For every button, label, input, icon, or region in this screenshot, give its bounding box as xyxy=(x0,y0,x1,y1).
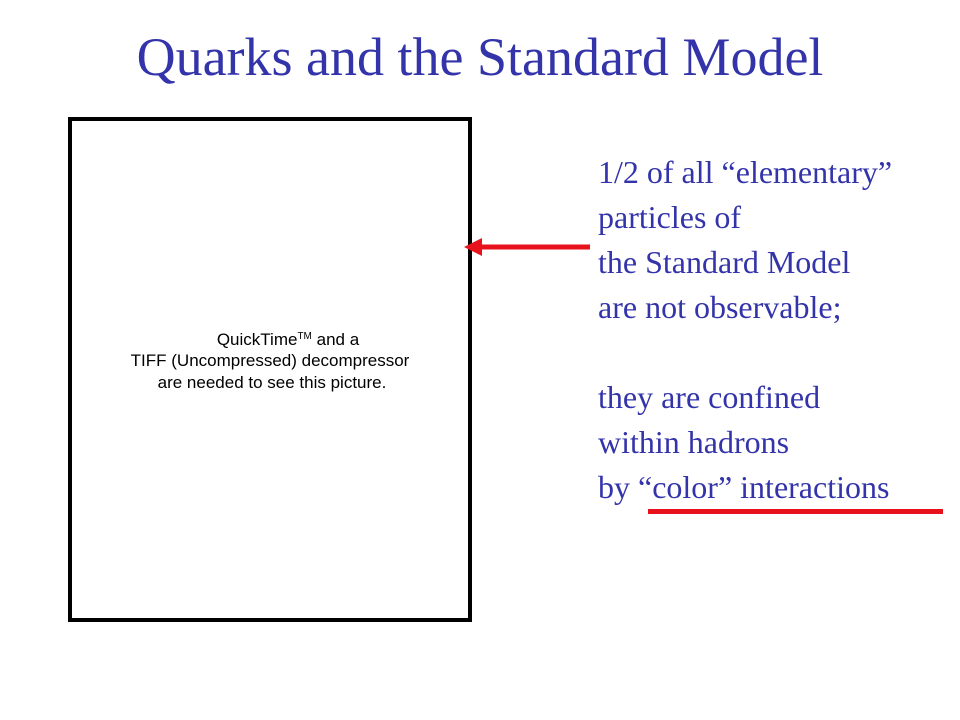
text-line-5 xyxy=(598,330,892,375)
quicktime-line-2: TIFF (Uncompressed) decompressor xyxy=(130,351,410,371)
text-line-7: within hadrons xyxy=(598,424,790,460)
trademark-mark: TM xyxy=(297,331,312,342)
text-line-3: the Standard Model xyxy=(598,244,851,280)
quicktime-line-1: QuickTimeTM and a xyxy=(216,330,360,349)
text-line-4: are not observable; xyxy=(598,289,842,325)
quicktime-placeholder-message: QuickTimeTM and a TIFF (Uncompressed) de… xyxy=(72,329,468,393)
text-line-8: by “color” interactions xyxy=(598,469,890,505)
text-line-2: particles of xyxy=(598,199,742,235)
text-line-1: 1/2 of all “elementary” xyxy=(598,154,893,190)
red-arrow-icon xyxy=(464,238,590,256)
text-line-6: they are confined xyxy=(598,379,821,415)
slide-body-text: 1/2 of all “elementary” particles of the… xyxy=(598,150,892,510)
slide-title: Quarks and the Standard Model xyxy=(136,27,824,87)
quicktime-line-3: are needed to see this picture. xyxy=(157,372,387,392)
missing-picture-frame: QuickTimeTM and a TIFF (Uncompressed) de… xyxy=(68,117,472,622)
red-underline xyxy=(648,509,943,514)
